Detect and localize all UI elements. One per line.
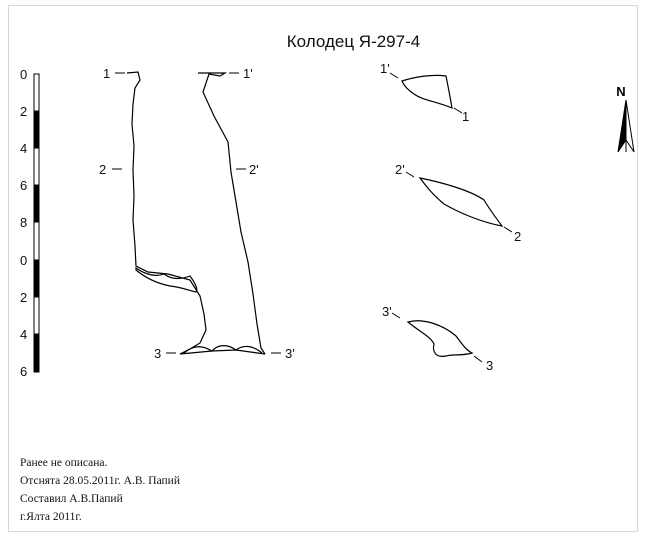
profile-label-1-prime: 1' [243,66,253,81]
scale-tick-label: 4 [20,327,27,342]
north-arrow-icon: N [616,84,635,153]
drawing-sheet [8,5,638,532]
cross-section-2 [418,177,504,227]
cross-section-labels: 1' 1 2' 2 3' 3 [380,61,521,373]
profile-label-2-prime: 2' [249,162,259,177]
chockstones [135,266,198,293]
credits-block: Ранее не описана. Отснята 28.05.2011г. А… [20,454,180,526]
profile-label-2: 2 [99,162,106,177]
cross-sections [401,74,504,357]
scale-tick-label: 2 [20,290,27,305]
scale-tick-label: 0 [20,253,27,268]
cross-section-label-3: 3 [486,358,493,373]
scale-tick-label: 2 [20,104,27,119]
profile-label-1: 1 [103,66,110,81]
cross-section-label-2-prime: 2' [395,162,405,177]
profile-label-3-prime: 3' [285,346,295,361]
page-title: Колодец Я-297-4 [286,32,421,51]
credits-line: Ранее не описана. [20,457,108,469]
profile-floor [179,349,266,355]
credits-line: г.Ялта 2011г. [20,511,82,523]
cross-section-label-1: 1 [462,109,469,124]
cross-section-label-3-prime: 3' [382,304,392,319]
cross-section-1 [401,74,453,109]
scale-tick-label: 6 [20,178,27,193]
profile-right-wall [198,72,266,355]
scale-labels: 0 2 4 6 8 0 2 4 6 [20,67,27,379]
north-label: N [616,84,625,99]
scale-tick-label: 8 [20,215,27,230]
scale-tick-label: 6 [20,364,27,379]
profile-markers: 1 1' 2 2' 3 3' [99,66,295,361]
cross-section-label-1-prime: 1' [380,61,390,76]
scale-bar [33,73,40,373]
credits-line: Составил А.В.Папий [20,493,123,505]
cross-section-markers [389,72,513,363]
cross-section-label-2: 2 [514,229,521,244]
credits-line: Отснята 28.05.2011г. А.В. Папий [20,475,180,487]
profile-label-3: 3 [154,346,161,361]
scale-tick-label: 0 [20,67,27,82]
floor-boulders [183,345,263,354]
scale-tick-label: 4 [20,141,27,156]
profile-left-wall [126,71,207,355]
cross-section-3 [406,320,474,357]
shaft-profile [126,71,266,355]
